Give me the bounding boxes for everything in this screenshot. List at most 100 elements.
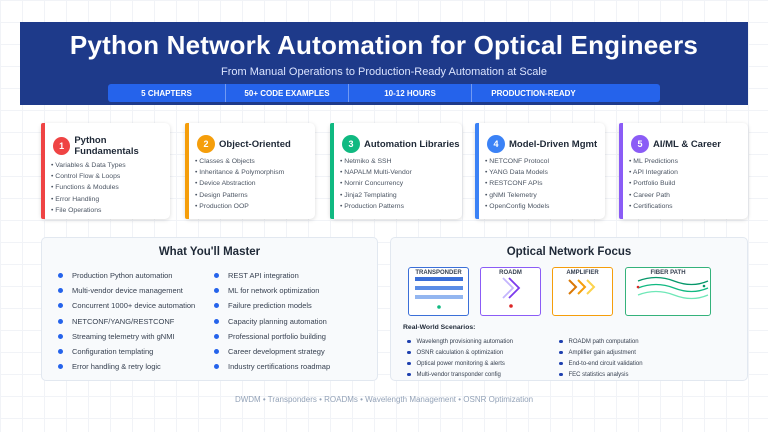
list-item: Error handling & retry logic: [58, 359, 195, 374]
accent-bar: [619, 123, 623, 219]
topic-item: OpenConfig Models: [485, 201, 605, 212]
bullet-icon: [58, 273, 63, 279]
bullet-icon: [214, 303, 219, 309]
page-subtitle: From Manual Operations to Production-Rea…: [221, 66, 547, 78]
list-item: Career development strategy: [214, 344, 330, 359]
bullet-icon: [58, 364, 63, 370]
topic-item: ML Predictions: [629, 156, 748, 167]
header-banner: Python Network Automation for Optical En…: [20, 22, 748, 105]
bullet-icon: [214, 349, 219, 355]
master-panel: What You'll Master Production Python aut…: [41, 237, 378, 381]
bullet-icon: [58, 288, 63, 294]
list-item: Optical power monitoring & alerts: [407, 358, 513, 369]
list-item: Professional portfolio building: [214, 329, 330, 344]
stat-code-examples: 50+ CODE EXAMPLES: [226, 84, 349, 102]
list-item: Wavelength provisioning automation: [407, 336, 513, 347]
list-item: Configuration templating: [58, 344, 195, 359]
bullet-icon: [214, 364, 219, 370]
list-item-text: ML for network optimization: [228, 286, 320, 296]
chapter-topics: Netmiko & SSHNAPALM Multi-VendorNornir C…: [340, 156, 462, 212]
bullet-icon: [58, 333, 63, 339]
bullet-icon: [214, 288, 219, 294]
chapter-number-badge: 1: [53, 137, 71, 155]
list-item-text: OSNR calculation & optimization: [416, 349, 504, 356]
bullet-icon: [214, 318, 219, 324]
topic-item: YANG Data Models: [485, 167, 605, 178]
bullet-icon: [58, 349, 63, 355]
list-item-text: Professional portfolio building: [228, 331, 326, 341]
topic-item: API Integration: [629, 167, 748, 178]
optical-title: Optical Network Focus: [506, 246, 632, 258]
bullet-icon: [559, 361, 563, 366]
topic-item: Classes & Objects: [195, 156, 315, 167]
list-item: ROADM path computation: [559, 336, 643, 347]
list-item: FEC statistics analysis: [559, 369, 643, 380]
topic-item: Jinja2 Templating: [340, 190, 462, 201]
page-title: Python Network Automation for Optical En…: [69, 30, 699, 60]
chapter-title: Model-Driven Mgmt: [509, 138, 598, 150]
topic-item: Control Flow & Loops: [51, 171, 170, 182]
bullet-icon: [559, 372, 563, 377]
bullet-icon: [559, 339, 563, 344]
bullet-icon: [407, 350, 411, 355]
roadm-box: ROADM: [480, 267, 541, 316]
list-item: REST API integration: [214, 268, 330, 283]
topic-item: Variables & Data Types: [51, 160, 170, 171]
chapter-number-badge: 3: [342, 135, 360, 153]
list-item: Production Python automation: [58, 268, 195, 283]
fiber-path-icon: [636, 276, 709, 300]
topic-item: Error Handling: [51, 194, 170, 205]
topic-item: Design Patterns: [195, 190, 315, 201]
stat-chapters: 5 CHAPTERS: [108, 84, 226, 102]
list-item: NETCONF/YANG/RESTCONF: [58, 314, 195, 329]
bullet-icon: [559, 350, 563, 355]
list-item: OSNR calculation & optimization: [407, 347, 513, 358]
list-item-text: Career development strategy: [228, 347, 325, 357]
bullet-icon: [58, 303, 63, 309]
accent-bar: [185, 123, 189, 219]
bullet-icon: [214, 273, 219, 279]
topic-item: Production Patterns: [340, 201, 462, 212]
list-item-text: Capacity planning automation: [228, 316, 327, 326]
bullet-icon: [407, 339, 411, 344]
chapter-card-3: 3 Automation LibrariesNetmiko & SSHNAPALM…: [330, 123, 462, 219]
topic-item: NAPALM Multi-Vendor: [340, 167, 462, 178]
topic-item: Career Path: [629, 190, 748, 201]
topic-item: Portfolio Build: [629, 178, 748, 189]
list-item-text: Industry certifications roadmap: [228, 362, 331, 372]
chapter-topics: ML PredictionsAPI IntegrationPortfolio B…: [629, 156, 748, 212]
transponder-icon: [415, 277, 463, 309]
chapter-heading: 3 Automation Libraries: [342, 135, 462, 153]
list-item-text: ROADM path computation: [568, 338, 639, 345]
list-item: Industry certifications roadmap: [214, 359, 330, 374]
transponder-box: TRANSPONDER: [408, 267, 469, 316]
topic-item: Netmiko & SSH: [340, 156, 462, 167]
list-item-text: Configuration templating: [72, 347, 154, 357]
scenarios-label: Real-World Scenarios:: [403, 324, 476, 331]
chapter-number-badge: 4: [487, 135, 505, 153]
chapter-title: Automation Libraries: [364, 138, 460, 150]
chapter-title: AI/ML & Career: [653, 138, 721, 150]
bullet-icon: [407, 361, 411, 366]
chapter-heading: 5 AI/ML & Career: [631, 135, 748, 153]
chapter-topics: NETCONF ProtocolYANG Data ModelsRESTCONF…: [485, 156, 605, 212]
list-item-text: REST API integration: [228, 271, 299, 281]
chapter-title: Python Fundamentals: [74, 135, 139, 157]
fiber-path-box: FIBER PATH: [625, 267, 711, 316]
chapter-topics: Classes & ObjectsInheritance & Polymorph…: [195, 156, 315, 212]
fiber-path-label: FIBER PATH: [650, 270, 686, 276]
list-item: Capacity planning automation: [214, 314, 330, 329]
list-item-text: Streaming telemetry with gNMI: [72, 331, 175, 341]
list-item-text: FEC statistics analysis: [568, 371, 629, 378]
topic-item: Certifications: [629, 201, 748, 212]
chapter-title: Object-Oriented: [219, 138, 291, 150]
chapter-number-badge: 5: [631, 135, 649, 153]
list-item-text: Concurrent 1000+ device automation: [72, 301, 196, 311]
bullet-icon: [58, 318, 63, 324]
list-item-text: Error handling & retry logic: [72, 362, 161, 372]
stat-production-ready: PRODUCTION-READY: [491, 88, 576, 98]
